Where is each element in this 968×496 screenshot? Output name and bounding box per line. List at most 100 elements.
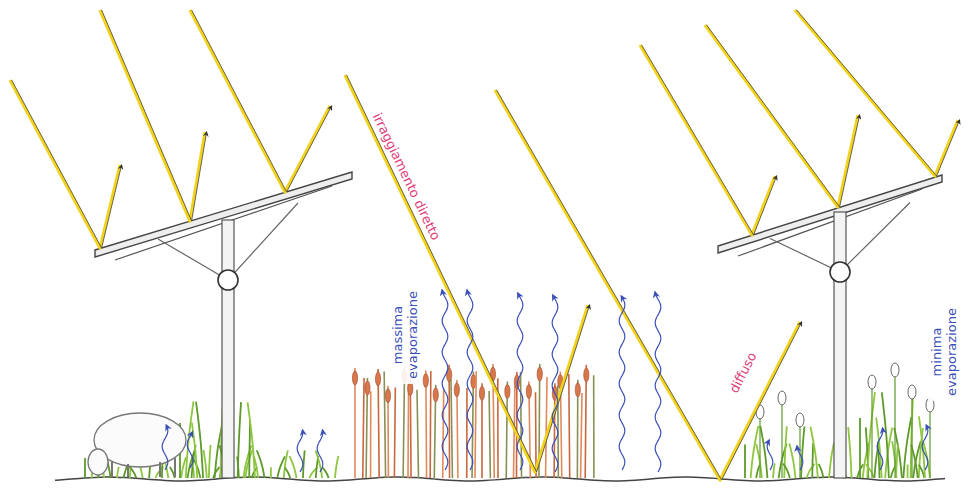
grass-blade <box>209 445 211 478</box>
evaporation-arrow <box>442 290 448 470</box>
flower-bud <box>908 385 916 399</box>
reed-stem <box>568 374 571 478</box>
evaporation-arrow <box>922 425 928 470</box>
ray-pencil-line <box>642 45 777 235</box>
evaporation-note: massima evaporazione <box>389 286 421 384</box>
tracker-pivot <box>218 270 238 290</box>
grass-blade <box>203 450 206 478</box>
grass-blade <box>848 427 851 478</box>
evaporation-arrow <box>552 295 558 472</box>
reed-stem <box>466 388 468 478</box>
evaporation-arrow <box>297 430 303 472</box>
sheep-leg <box>111 462 113 477</box>
grass-blade <box>284 450 288 478</box>
tracker-post <box>222 220 234 478</box>
grass-blade <box>238 402 241 478</box>
cattail-head <box>505 385 510 399</box>
grass-blade <box>819 464 824 478</box>
evaporation-arrow <box>162 425 168 470</box>
cattail-head <box>537 367 542 381</box>
ray-pencil-line <box>347 75 590 472</box>
evaporation-arrow <box>619 296 625 470</box>
flower-stem <box>894 376 895 478</box>
flower-stem <box>871 388 872 478</box>
grass-blade <box>911 393 914 478</box>
reed-stem <box>429 371 431 478</box>
grass-blade <box>783 464 790 478</box>
evaporation-note: minima evaporazione <box>928 303 960 401</box>
reed-stem <box>546 377 548 478</box>
evaporation-arrows <box>162 290 928 472</box>
sun-ray <box>495 90 800 480</box>
grass-blade <box>248 402 255 478</box>
flower-bud <box>891 363 899 377</box>
cattail-head <box>352 371 357 385</box>
cattail-head <box>471 375 476 389</box>
grass-blade <box>896 444 898 478</box>
evaporation-arrow <box>797 446 803 470</box>
cattail-head <box>423 373 428 387</box>
grass-blade <box>130 467 137 478</box>
grass-blade <box>192 423 198 478</box>
flower-bud <box>796 413 804 427</box>
ray-pencil-line <box>12 80 122 248</box>
cattail-head <box>385 389 390 403</box>
flower-bud <box>868 375 876 389</box>
flower-stem <box>911 398 912 478</box>
sun-ray <box>100 10 205 221</box>
cattail-head <box>584 368 589 382</box>
flower-stem <box>759 418 760 478</box>
cattail-head <box>479 386 484 400</box>
sheep-leg <box>159 462 161 477</box>
sheep-leg <box>127 464 129 477</box>
reed-stem <box>581 393 582 478</box>
evaporation-arrow <box>517 293 523 470</box>
reed-stem <box>417 390 419 478</box>
reed-stem <box>475 371 476 478</box>
reed-stem <box>370 391 372 478</box>
reed-stem <box>363 378 364 478</box>
sheep-leg <box>174 458 176 477</box>
sun-ray <box>345 75 588 472</box>
grass-blade <box>84 458 86 478</box>
ray-pencil-line <box>707 25 860 207</box>
tracker-pivot <box>830 262 850 282</box>
evaporation-arrow <box>187 432 193 468</box>
cattail-head <box>365 381 370 395</box>
grass-blade <box>270 467 272 478</box>
reed-stem <box>442 389 445 478</box>
grass-blade <box>335 456 338 478</box>
grass-blade <box>789 443 795 478</box>
grass-blade <box>859 418 861 478</box>
grass-blade <box>756 444 762 478</box>
reed-stem <box>451 379 452 478</box>
evaporation-arrow <box>317 430 323 472</box>
leafy-plant-left <box>180 401 255 478</box>
tracker-left <box>95 172 352 478</box>
radiation-note: diffuso <box>724 346 762 398</box>
tracker-brace <box>158 203 298 280</box>
grass-blade <box>322 468 328 478</box>
grass-blade <box>773 463 775 478</box>
grass-blade <box>257 450 265 478</box>
evaporation-arrow <box>655 292 661 472</box>
grass-blade <box>801 427 804 478</box>
grass-blade <box>829 443 834 478</box>
pv-panel <box>718 175 942 253</box>
cattail-head <box>575 383 580 397</box>
grass-blade <box>744 445 746 479</box>
ray-pencil-line <box>797 10 960 176</box>
radiation-note: irraggiamento diretto <box>368 107 446 245</box>
evaporation-arrow <box>467 290 473 470</box>
sun-ray <box>795 10 958 176</box>
evaporation-arrow <box>877 428 883 470</box>
cattail-head <box>454 383 459 397</box>
reed-stem <box>394 387 397 478</box>
reed-stem <box>593 375 595 478</box>
ray-pencil-line <box>497 90 802 480</box>
cattail-head <box>526 385 531 399</box>
leafy-plant-right <box>860 392 925 478</box>
